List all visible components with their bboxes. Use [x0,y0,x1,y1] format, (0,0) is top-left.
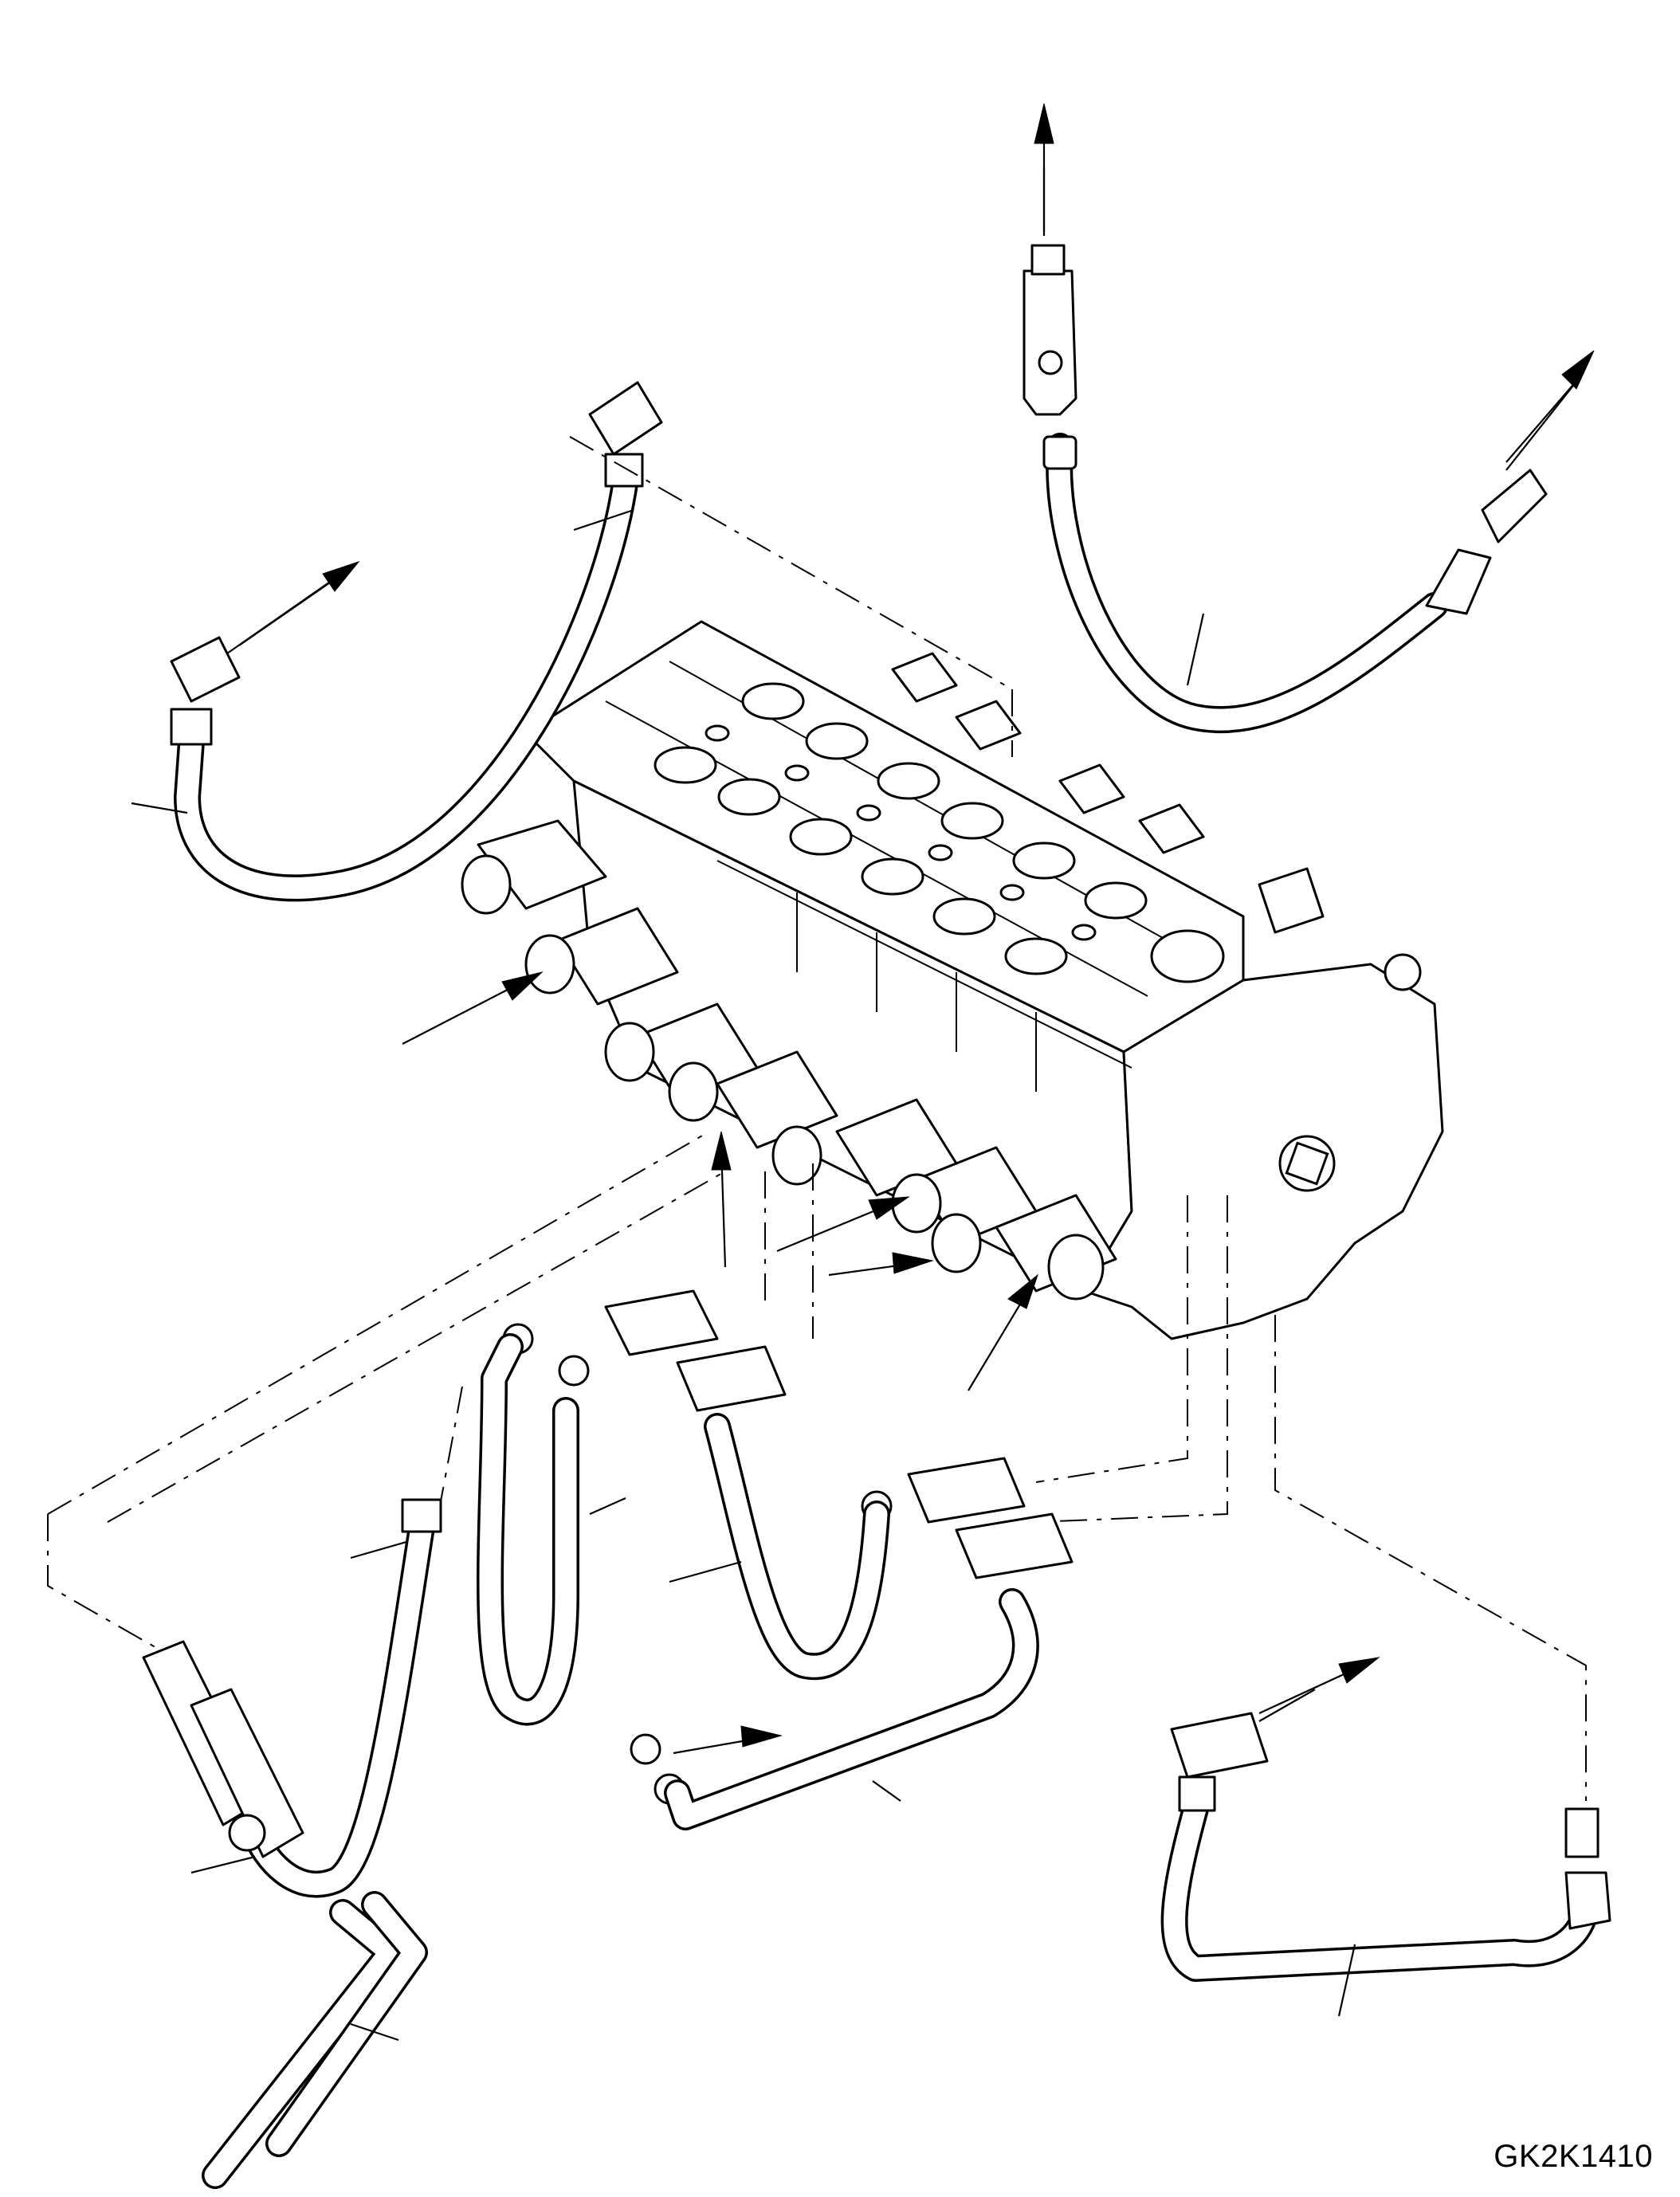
arrow-up-icon [1034,103,1054,144]
control-valve-assembly [461,620,1444,1340]
arrow-up-right-icon-3 [1007,1273,1039,1309]
valve-spool-caps [461,819,1422,1301]
drawing-code: GK2K1410 [1494,2139,1653,2174]
top-fitting-body [1023,269,1077,416]
arrow-into-valve-icon [501,971,544,1001]
middle-fittings [502,1289,1074,1805]
middle-hoses [477,1333,1039,1830]
arrow-right-icon-2 [892,1252,934,1274]
arrow-right-icon [868,1196,910,1220]
arrow-up-right-icon-4 [1338,1657,1380,1684]
top-right-hose-assembly [1023,167,1583,734]
flow-arrows [238,103,1595,1755]
assembly-dash-lines [47,436,1587,1801]
valve-top-ports [654,682,1148,975]
lower-left-hoses [142,1498,442,2189]
valve-top-fittings [891,652,1325,934]
top-left-hose-assembly [131,381,663,902]
arrow-up-right-icon-2 [322,560,360,592]
arrow-right-icon-3 [740,1725,783,1748]
arrow-up-right-icon [1561,350,1595,390]
lower-right-hose-assembly [1160,1689,1611,2017]
arrow-up-icon-2 [711,1131,732,1171]
